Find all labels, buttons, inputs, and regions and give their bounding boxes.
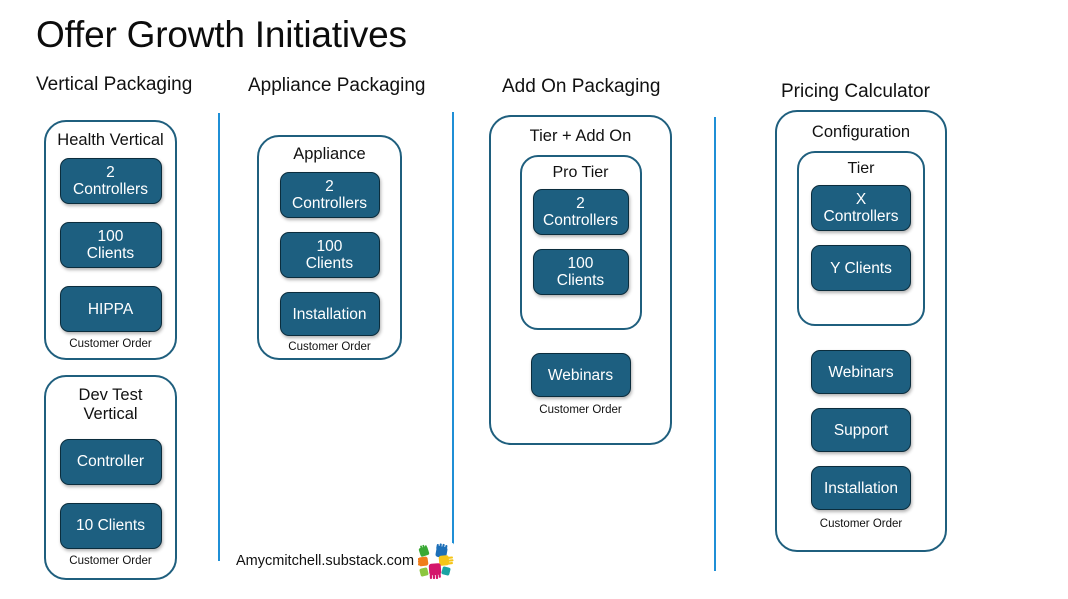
chip-webinars[interactable]: Webinars <box>811 350 911 395</box>
chip-clients[interactable]: Y Clients <box>811 245 911 292</box>
chip-installation[interactable]: Installation <box>811 466 911 511</box>
chip-clients[interactable]: 100 Clients <box>279 232 380 279</box>
watermark-url: Amycmitchell.substack.com <box>236 553 415 569</box>
chip-controllers[interactable]: 2 Controllers <box>279 172 380 219</box>
card-footer-customer-order: Customer Order <box>288 341 371 354</box>
card-footer-customer-order: Customer Order <box>539 404 622 417</box>
chip-controllers[interactable]: 2 Controllers <box>59 158 162 205</box>
card-appliance[interactable]: Appliance 2 Controllers 100 Clients Inst… <box>257 135 402 360</box>
subcard-title: Pro Tier <box>552 164 609 182</box>
column-separator-3 <box>714 117 716 571</box>
subcard-pro-tier[interactable]: Pro Tier 2 Controllers 100 Clients <box>519 155 642 331</box>
card-title: Tier + Add On <box>529 127 632 145</box>
column-header-pricing-calculator: Pricing Calculator <box>781 81 930 102</box>
chip-clients[interactable]: 100 Clients <box>532 249 629 296</box>
column-separator-2 <box>452 112 454 572</box>
card-footer-customer-order: Customer Order <box>819 518 903 531</box>
chip-controllers[interactable]: X Controllers <box>811 185 911 232</box>
card-health-vertical[interactable]: Health Vertical 2 Controllers 100 Client… <box>44 120 177 360</box>
card-title: Appliance <box>293 145 366 163</box>
column-header-vertical-packaging: Vertical Packaging <box>36 74 193 95</box>
card-title: Health Vertical <box>57 131 164 149</box>
chip-clients[interactable]: 10 Clients <box>59 502 162 549</box>
chip-support[interactable]: Support <box>811 408 911 453</box>
column-header-appliance-packaging: Appliance Packaging <box>248 75 426 96</box>
column-header-add-on-packaging: Add On Packaging <box>502 76 661 97</box>
page-title: Offer Growth Initiatives <box>36 14 407 55</box>
chip-webinars[interactable]: Webinars <box>530 353 631 398</box>
card-title: Dev Test Vertical <box>78 386 143 424</box>
subcard-title: Tier <box>847 160 875 178</box>
chip-controller[interactable]: Controller <box>59 438 162 485</box>
card-dev-test-vertical[interactable]: Dev Test Vertical Controller 10 Clients … <box>44 375 177 580</box>
chip-controllers[interactable]: 2 Controllers <box>532 189 629 236</box>
card-tier-add-on[interactable]: Tier + Add On Pro Tier 2 Controllers 100… <box>489 115 672 445</box>
helping-hands-logo-icon <box>418 543 455 579</box>
chip-installation[interactable]: Installation <box>279 292 380 337</box>
subcard-tier[interactable]: Tier X Controllers Y Clients <box>797 151 925 327</box>
card-title: Configuration <box>811 123 911 141</box>
card-footer-customer-order: Customer Order <box>69 554 152 567</box>
chip-hippa[interactable]: HIPPA <box>59 286 162 333</box>
watermark[interactable]: Amycmitchell.substack.com <box>236 543 455 579</box>
chip-clients[interactable]: 100 Clients <box>59 222 162 269</box>
card-configuration[interactable]: Configuration Tier X Controllers Y Clien… <box>775 110 947 552</box>
card-footer-customer-order: Customer Order <box>69 338 152 351</box>
column-separator-1 <box>218 113 220 561</box>
